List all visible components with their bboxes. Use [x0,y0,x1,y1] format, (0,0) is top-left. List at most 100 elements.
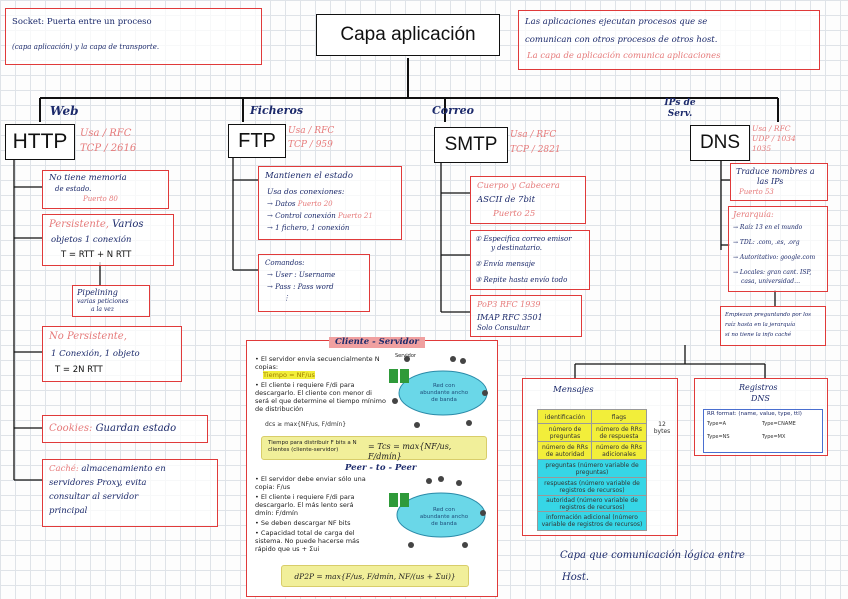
cs-bullet-2-text: El cliente i requiere F/di para descarga… [255,381,386,413]
http-persistente-box: Persistente, Varios objetos 1 conexión T… [42,214,174,266]
smtp-steps-box: ① Especifica correo emisor y destinatari… [470,230,590,290]
dns-rr-mx: Type=MX [762,434,786,440]
dns-translate-l3: Puerto 53 [739,188,774,196]
msg-cell-additional: número de RRs adicionales [591,441,647,461]
socket-note: Socket: Puerta entre un proceso (capa ap… [5,8,262,65]
cs-bullet-3: dcs ≥ max{NF/us, F/dmín} [265,421,347,428]
logic-note-line1: Capa que comunicación lógica entre [560,550,745,561]
cs-bullet-1-time: Tiempo = NF/us [263,371,315,379]
ftp-commands-i1: → User : Username [267,271,336,279]
http-no-persistente-box: No Persistente, 1 Conexión, 1 objeto T =… [42,326,182,382]
cs-network-label: Red con abundante ancho de banda [419,383,469,403]
http-pipelining-l3: a la vez [91,306,114,313]
p2p-formula: dP2P = max{F/us, F/dmín, NF/(us + Σui)} [281,565,469,587]
dns-rr-header: RR format: (name, value, type, ttl) [707,411,802,417]
page-title: Capa aplicación [316,14,500,56]
dns-rfc-line2: UDP / 1034 1035 [752,134,796,153]
smtp-header-l2: ASCII de 7bit [477,195,536,205]
dns-rr-cname: Type=CNAME [762,421,796,427]
smtp-pop-box: PoP3 RFC 1939 IMAP RFC 3501 Solo Consult… [470,295,582,337]
http-memoria-line2: de estado. [55,185,92,193]
app-note: Las aplicaciones ejecutan procesos que s… [518,10,820,70]
smtp-rfc: Usa / RFC TCP / 2821 [510,128,561,158]
ftp-main-i2-port: Puerto 21 [337,212,373,220]
dns-box: DNS [690,125,750,161]
app-note-line1: Las aplicaciones ejecutan procesos que s… [525,17,708,27]
app-note-line3: La capa de aplicación comunica aplicacio… [527,51,721,61]
dns-rfc-line1: Usa / RFC [752,124,791,133]
msg-cell-answers: número de RRs de respuesta [591,423,647,443]
cs-bullet-1-text: El servidor envía secuencialmente N copi… [255,355,380,371]
smtp-header-l3: Puerto 25 [493,209,536,219]
cs-formula-label: Tiempo para distribuir F bits a N client… [268,440,357,453]
p2p-bullet-3: Se deben descargar NF bits [255,519,373,527]
dns-translate-l1: Traduce nombres a [736,167,815,176]
cs-bullet-1: El servidor envía secuencialmente N copi… [255,355,387,379]
cs-formula: = Tcs = max{NF/us, F/dmín} [368,442,452,461]
msg-cell-a-section: respuestas (número variable de registros… [537,477,647,497]
smtp-rfc-line2: TCP / 2821 [510,145,561,155]
msg-cell-questions: número de preguntas [537,423,593,443]
ftp-main-l1: Mantienen el estado [265,171,353,181]
category-ips: IPs de Serv. [664,98,696,119]
ftp-rfc-line1: Usa / RFC [288,126,335,136]
dns-registros-box: Registros DNS RR format: (name, value, t… [694,378,828,456]
http-persistente-l2: objetos 1 conexión [51,235,132,245]
http-persistente-head: Persistente, Varios [49,219,144,231]
cs-formula-box: Tiempo para distribuir F bits a N client… [261,436,487,461]
msg-side-label: 12 bytes [653,421,671,435]
dns-rr-panel: RR format: (name, value, type, ttl) Type… [703,409,823,453]
ftp-main-box: Mantienen el estado Usa dos conexiones: … [258,166,402,240]
dns-mensajes-box: Mensajes identificación flags número de … [522,378,678,536]
p2p-title: Peer - to - Peer [345,463,417,473]
socket-note-line2: (capa aplicación) y la capa de transport… [12,43,160,51]
p2p-bullet-2: El cliente i requiere F/di para descarga… [255,493,373,517]
dns-rfc: Usa / RFC UDP / 1034 1035 [752,124,802,154]
cs-server-label: Servidor [395,353,416,359]
ftp-main-i1: → Datos Puerto 20 [267,200,333,209]
dns-registros-l2: DNS [751,394,770,403]
ftp-box: FTP [228,124,286,158]
dns-hierarchy-i3: → Autoritativo: google.com [733,254,816,261]
smtp-rfc-line1: Usa / RFC [510,130,557,140]
ftp-main-i2-text: → Control conexión [267,212,336,220]
http-memoria-box: No tiene memoria de estado. Puerto 80 [42,170,169,209]
cs-network-figure [389,356,488,428]
category-web: Web [50,104,79,118]
http-cache-l3: consultar al servidor [49,492,139,502]
p2p-bullet-1: El servidor debe enviar sólo una copia: … [255,475,373,491]
dns-hierarchy-i4b: casa, universidad… [741,278,801,285]
smtp-pop-l2: IMAP RFC 3501 [477,313,543,322]
p2p-bullet-1-text: El servidor debe enviar sólo una copia: … [255,475,366,491]
http-pipelining-l1: Pipelining [77,288,118,297]
dns-hierarchy-i2: → TDL: .com, .es, .org [733,239,800,246]
dns-mensajes-title: Mensajes [553,385,594,395]
ftp-commands-box: Comandos: → User : Username → Pass : Pas… [258,254,370,312]
ftp-commands-i2: → Pass : Pass word [267,283,334,291]
http-cache-l1: almacenamiento en [81,464,166,474]
smtp-pop-l1: PoP3 RFC 1939 [477,300,541,309]
smtp-steps-s2: ② Envía mensaje [475,260,536,268]
smtp-steps-s1: ① Especifica correo emisor [475,235,572,243]
smtp-steps-s3: ③ Repite hasta envío todo [475,276,568,284]
cliente-servidor-title: Cliente - Servidor [329,337,425,348]
socket-note-line1: Socket: Puerta entre un proceso [12,17,152,27]
dns-recursive-box: Empiezan preguntando por los raíz hasta … [720,306,826,346]
logic-note-line2: Host. [562,572,590,583]
http-cache-title: Caché: [49,464,79,474]
p2p-network-label: Red con abundante ancho de banda [419,507,469,527]
http-memoria-port: Puerto 80 [83,195,118,203]
http-persistente-formula: T = RTT + N RTT [61,250,132,260]
smtp-steps-s1b: y destinatario. [491,244,543,252]
smtp-header-l1: Cuerpo y Cabecera [477,181,560,191]
dns-recursive-l2: raíz hasta en la jerarquía [725,322,796,328]
dns-hierarchy-box: Jerarquía: → Raíz 13 en el mundo → TDL: … [728,206,828,292]
msg-cell-authority: número de RRs de autoridad [537,441,593,461]
dns-translate-l2: las IPs [757,177,784,186]
dns-translate-box: Traduce nombres a las IPs Puerto 53 [730,163,828,201]
category-mail: Correo [432,104,475,117]
http-pipelining-l2: varias peticiones [77,298,129,305]
dns-hierarchy-i4: → Locales: gran cant. ISP, [733,269,812,276]
http-no-persistente-title: No Persistente, [49,331,127,342]
smtp-pop-l3: Solo Consultar [477,324,530,332]
